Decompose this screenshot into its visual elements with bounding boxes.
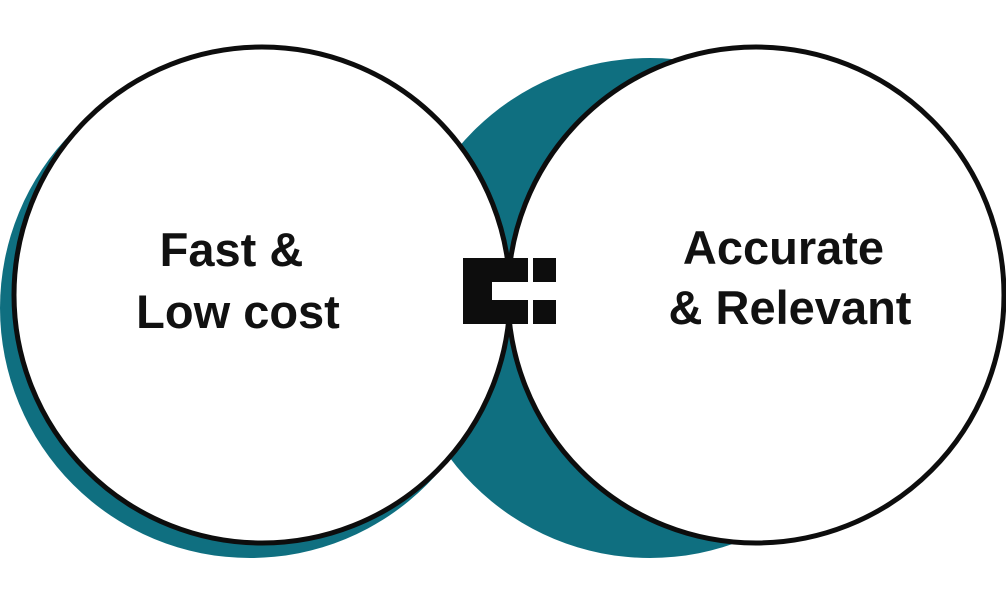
right-circle-fill <box>508 47 1004 543</box>
left-label-line2: Low cost <box>136 285 340 338</box>
right-label-line1: Accurate <box>683 221 884 274</box>
right-label: Accurate & Relevant <box>669 221 912 334</box>
left-label: Fast & Low cost <box>136 223 340 338</box>
logo-icon <box>463 258 556 324</box>
left-circle-fill <box>14 47 510 543</box>
left-label-line1: Fast & <box>160 223 304 276</box>
right-label-line2: & Relevant <box>669 281 912 334</box>
